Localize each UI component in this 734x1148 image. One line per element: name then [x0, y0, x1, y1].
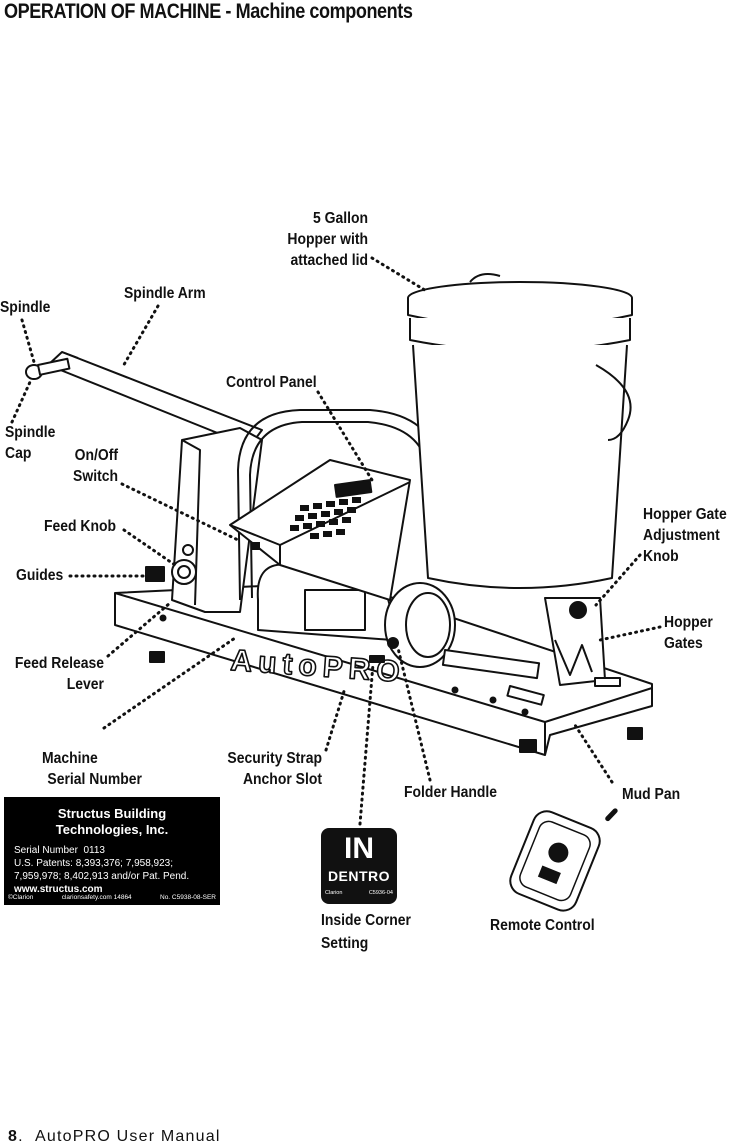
- label-spindle-cap: Spindle Cap: [5, 424, 56, 462]
- remote-control: [509, 808, 618, 912]
- spindle-arm: [25, 351, 263, 447]
- label-spindle-arm: Spindle Arm: [124, 285, 206, 302]
- plate-website: www.structus.com: [14, 884, 103, 895]
- label-on-off-switch: On/Off Switch: [73, 447, 118, 485]
- machine-base: [114, 581, 653, 756]
- label-inside-corner: Inside Corner Setting: [321, 912, 411, 952]
- label-remote-control: Remote Control: [490, 917, 595, 934]
- inside-corner-badge: IN DENTRO Clarion C5936-04: [321, 828, 397, 904]
- plate-serial: Serial Number 0113: [14, 845, 105, 856]
- plate-patents-line1: U.S. Patents: 8,393,376; 7,958,923;: [14, 858, 174, 869]
- label-spindle: Spindle: [0, 299, 51, 316]
- label-machine-serial: Machine Serial Number: [42, 750, 142, 788]
- label-mud-pan: Mud Pan: [622, 786, 681, 803]
- hopper-bucket: [407, 273, 633, 589]
- label-security-strap: Security Strap Anchor Slot: [227, 750, 322, 788]
- manual-name: AutoPRO User Manual: [35, 1128, 221, 1145]
- serial-number-plate: Structus Building Technologies, Inc. Ser…: [4, 797, 220, 905]
- label-feed-release-lever: Feed Release Lever: [14, 655, 104, 693]
- plate-patents-line2: 7,959,978; 8,402,913 and/or Pat. Pend.: [14, 871, 190, 882]
- label-folder-handle: Folder Handle: [404, 784, 498, 801]
- label-hopper-gate-knob: Hopper Gate Adjustment Knob: [643, 506, 727, 565]
- page-title: OPERATION OF MACHINE - Machine component…: [4, 0, 413, 23]
- leader-lines: [10, 256, 662, 826]
- folder-wheel: [369, 582, 456, 668]
- badge-in-text: IN: [344, 832, 374, 865]
- label-feed-knob: Feed Knob: [44, 518, 117, 535]
- label-hopper-gates: Hopper Gates: [664, 614, 713, 652]
- page-footer: 8. AutoPRO User Manual: [8, 1128, 221, 1145]
- badge-footer: Clarion C5936-04: [325, 890, 393, 896]
- handle-frame: [237, 409, 441, 641]
- plate-company-line2: Technologies, Inc.: [55, 822, 169, 837]
- label-control-panel: Control Panel: [226, 374, 317, 391]
- badge-dentro-text: DENTRO: [327, 868, 391, 884]
- plate-company-line1: Structus Building: [57, 806, 167, 821]
- base-rails: [441, 649, 621, 706]
- label-hopper: 5 Gallon Hopper with attached lid: [287, 210, 368, 269]
- label-guides: Guides: [16, 567, 64, 584]
- control-panel: [229, 459, 411, 601]
- page-number: 8: [8, 1128, 19, 1145]
- plate-footer: ©Clarion clarionsafety.com 14864 No. C59…: [8, 894, 216, 901]
